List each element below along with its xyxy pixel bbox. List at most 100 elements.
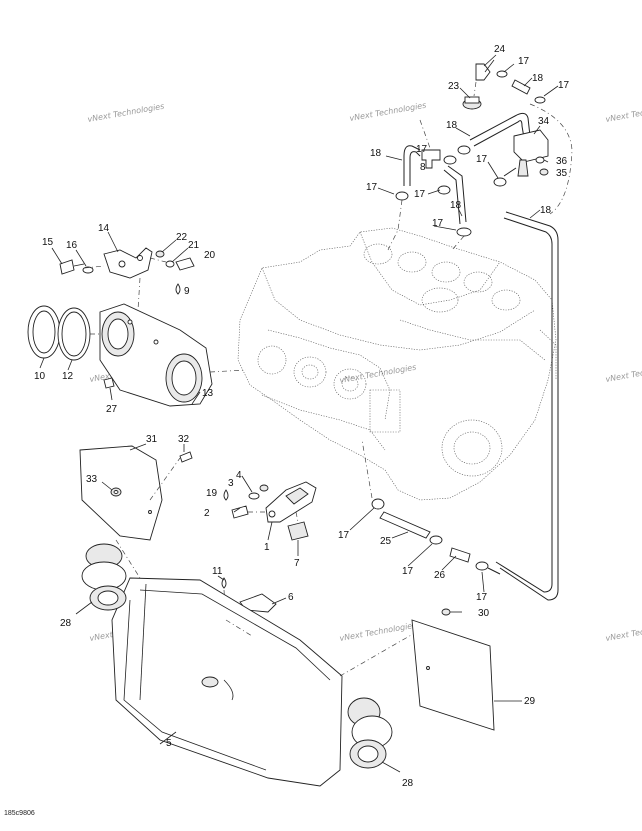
callout-2: 2: [204, 508, 210, 519]
grommet-33-hole: [113, 490, 119, 494]
clamp-17-e: [395, 191, 409, 201]
adapter-port-left-inner: [107, 318, 129, 350]
small-parts-6-11: [221, 577, 277, 621]
callout-22: 22: [176, 232, 188, 243]
clamp-17-c: [457, 145, 471, 155]
ring-10-inner: [32, 310, 56, 354]
cover-hole: [148, 510, 152, 514]
callout-18-b: 18: [446, 120, 458, 131]
grommet-23-top: [464, 96, 480, 104]
engine-block-outline: [237, 227, 557, 501]
callout-17-h: 17: [338, 530, 350, 541]
bracket-1-hole: [268, 510, 276, 518]
callout-17-e: 17: [366, 182, 378, 193]
callout-11: 11: [212, 566, 223, 577]
clamp-17-g: [437, 185, 451, 195]
callout-6: 6: [288, 592, 294, 603]
thread-locker-19: [223, 489, 229, 501]
part-11: [221, 577, 227, 589]
screw-30: [441, 608, 451, 616]
t-fitting-8: [421, 149, 441, 169]
callout-21: 21: [188, 240, 200, 251]
washer-16: [82, 266, 94, 274]
callout-5: 5: [166, 738, 172, 749]
pulse-hose-assembly: [387, 59, 573, 601]
airbox-5: [111, 577, 343, 787]
callout-8: 8: [420, 162, 426, 173]
throttle-bracket-assembly: [59, 247, 195, 311]
callout-23: 23: [448, 81, 460, 92]
callout-16: 16: [66, 240, 78, 251]
callout-28-a: 28: [60, 618, 72, 629]
cover-31-assembly: [79, 445, 193, 541]
callout-17-d: 17: [476, 154, 488, 165]
nut-4: [259, 484, 269, 492]
callout-17-b: 17: [558, 80, 570, 91]
fitting-26: [449, 547, 471, 563]
callout-34: 34: [538, 116, 550, 127]
callout-35: 35: [556, 168, 568, 179]
screw-2: [231, 505, 249, 519]
callout-18-e: 18: [540, 205, 552, 216]
callout-18-d: 18: [450, 200, 462, 211]
callout-15: 15: [42, 237, 54, 248]
watermark-5: vNext Technologies: [339, 363, 417, 385]
screw-32: [179, 451, 193, 463]
boot-28-top-d: [97, 590, 119, 606]
washer-3: [248, 492, 260, 500]
callout-32: 32: [178, 434, 190, 445]
callout-17-j: 17: [476, 592, 488, 603]
tube-25: [379, 511, 431, 539]
callout-30: 30: [478, 608, 490, 619]
valve-port: [517, 159, 529, 177]
drawing-code: 185c9806: [4, 810, 35, 817]
callout-31: 31: [146, 434, 158, 445]
intake-boots-assembly: [81, 543, 393, 769]
callout-13: 13: [202, 388, 214, 399]
adapter-screw-hole-2: [153, 339, 159, 345]
airbox-drain: [201, 676, 219, 688]
clamp-17-k: [475, 561, 489, 571]
ring-12-inner: [61, 311, 87, 357]
callout-4: 4: [236, 470, 242, 481]
watermark-6: vNext Technologies: [605, 362, 642, 384]
clamp-17-a: [496, 70, 508, 78]
hose-18-short: [511, 79, 531, 95]
callout-17-i: 17: [402, 566, 414, 577]
bracket-14: [103, 247, 153, 279]
nut-22: [155, 250, 165, 258]
callout-17-a: 17: [518, 56, 530, 67]
boot-28-top-b: [81, 561, 127, 591]
washer-21: [165, 260, 175, 268]
callout-17-f: 17: [414, 189, 426, 200]
callout-10: 10: [34, 371, 46, 382]
watermark-8: vNext Technologies: [339, 621, 417, 643]
clamp-17-d: [443, 155, 457, 165]
watermark-3: vNext Technologies: [605, 102, 642, 124]
watermark-1: vNext Technologies: [87, 102, 165, 124]
callout-27: 27: [106, 404, 118, 415]
valve-34: [513, 129, 549, 163]
callout-19: 19: [206, 488, 218, 499]
clamp-17-i: [371, 498, 385, 510]
watermark-9: vNext Technologies: [605, 621, 642, 643]
bracket-hole-2: [137, 255, 143, 261]
boot-28-bottom-d: [357, 745, 379, 763]
callout-18-a: 18: [532, 73, 544, 84]
airbox-assembly: [111, 539, 421, 787]
intake-adapter-assembly: [27, 303, 247, 407]
callout-29: 29: [524, 696, 536, 707]
clamp-17-h: [493, 177, 507, 187]
callout-3: 3: [228, 478, 234, 489]
callout-7: 7: [294, 558, 300, 569]
bracket-hole-1: [118, 260, 126, 268]
clip-27: [103, 377, 115, 389]
bracket-1-detail: [285, 487, 309, 505]
callout-24: 24: [494, 44, 506, 55]
clamp-17-j: [429, 535, 443, 545]
screw-15: [59, 259, 75, 275]
adapter-port-right-inner: [171, 360, 197, 396]
screw-20: [175, 257, 195, 271]
